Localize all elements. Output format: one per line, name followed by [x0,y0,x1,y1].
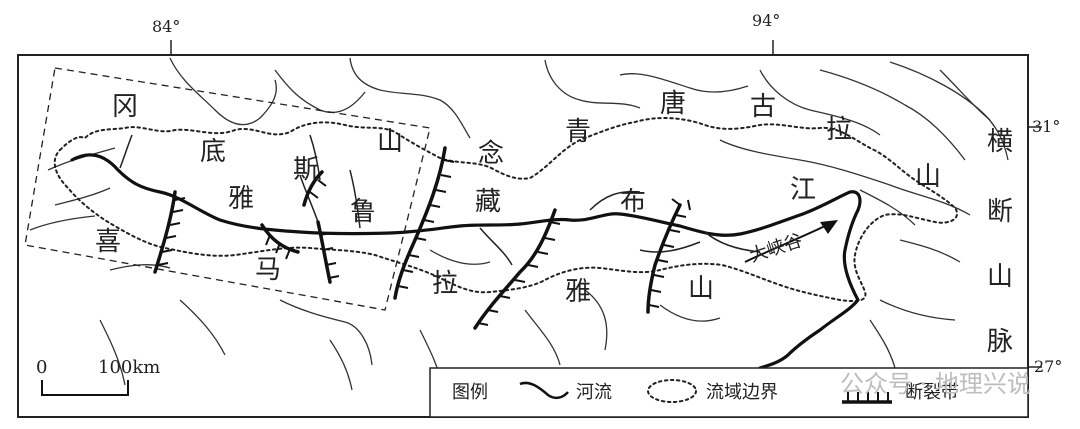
gangdise-char-2: 底 [200,137,226,167]
legend-river-label: 河流 [576,382,612,403]
map-frame [17,54,1029,418]
himalaya-char-2: 马 [255,255,281,285]
lat-31-label: 31° [1032,117,1060,136]
tributaries [119,134,761,266]
lon-84-label: 84° [152,17,180,36]
fault-2 [260,223,300,254]
fault-4 [302,170,324,207]
main-river [70,153,862,370]
legend-fault-label: 断裂带 [905,382,959,403]
hengduan-char-1: 横 [987,127,1013,157]
nianqing-char-6: 山 [915,162,941,192]
yarlung-char-5: 江 [790,175,816,205]
canyon-label: 大峡谷 [747,230,805,267]
hengduan-char-4: 脉 [987,327,1013,357]
himalaya-char-1: 喜 [95,227,121,257]
fault-7 [646,203,682,314]
yarlung-char-3: 藏 [475,187,501,217]
nianqing-char-4: 古 [750,92,776,122]
hengduan-label: 横 断 山 脉 [987,127,1013,357]
scale-distance: 100km [98,357,160,378]
hengduan-char-3: 山 [987,262,1013,292]
fault-6 [473,208,557,330]
nianqing-char-1: 念 [478,139,504,169]
gangdise-label: 冈 底 斯 山 [112,92,403,185]
fault-ticks [157,159,691,326]
hengduan-char-2: 断 [987,197,1013,227]
himalaya-label: 喜 马 拉 雅 山 [95,227,714,307]
canyon-arrowhead [820,220,838,234]
yarlung-char-1: 雅 [228,184,254,214]
watermark: 公众号 · 地理兴说 [840,370,1031,398]
yarlung-label: 雅 鲁 藏 布 江 [228,175,816,227]
nianqing-char-5: 拉 [826,115,852,145]
yarlung-char-4: 布 [620,187,646,217]
scale-bar: 0 100km [36,357,160,396]
nianqing-char-2: 青 [565,117,591,147]
legend-box [429,367,1029,418]
scale-zero: 0 [36,357,47,378]
terrain-lines [29,57,1009,396]
legend-river-symbol [519,381,569,400]
nianqing-label: 念 青 唐 古 拉 山 [478,89,941,192]
gangdise-char-3: 斯 [293,155,319,185]
canyon-arrow [744,225,826,263]
legend-fault-symbol [842,392,892,404]
fault-3 [316,220,332,284]
fault-1 [153,190,177,274]
gangdise-char-4: 山 [377,127,403,157]
study-area-box [24,67,431,311]
yarlung-char-2: 鲁 [350,197,376,227]
legend-title: 图例 [452,382,488,403]
lat-27-label: 27° [1034,357,1062,376]
legend-boundary-symbol [647,379,697,403]
legend: 图例 河流 流域边界 断裂带 [429,367,1029,418]
lon-94-label: 94° [752,11,780,30]
himalaya-char-4: 雅 [565,277,591,307]
gangdise-char-1: 冈 [112,92,138,122]
nianqing-char-3: 唐 [660,89,686,119]
himalaya-char-3: 拉 [432,269,458,299]
himalaya-char-5: 山 [688,274,714,304]
legend-boundary-label: 流域边界 [706,382,778,403]
basin-boundary [53,117,958,302]
fault-5 [393,146,447,300]
